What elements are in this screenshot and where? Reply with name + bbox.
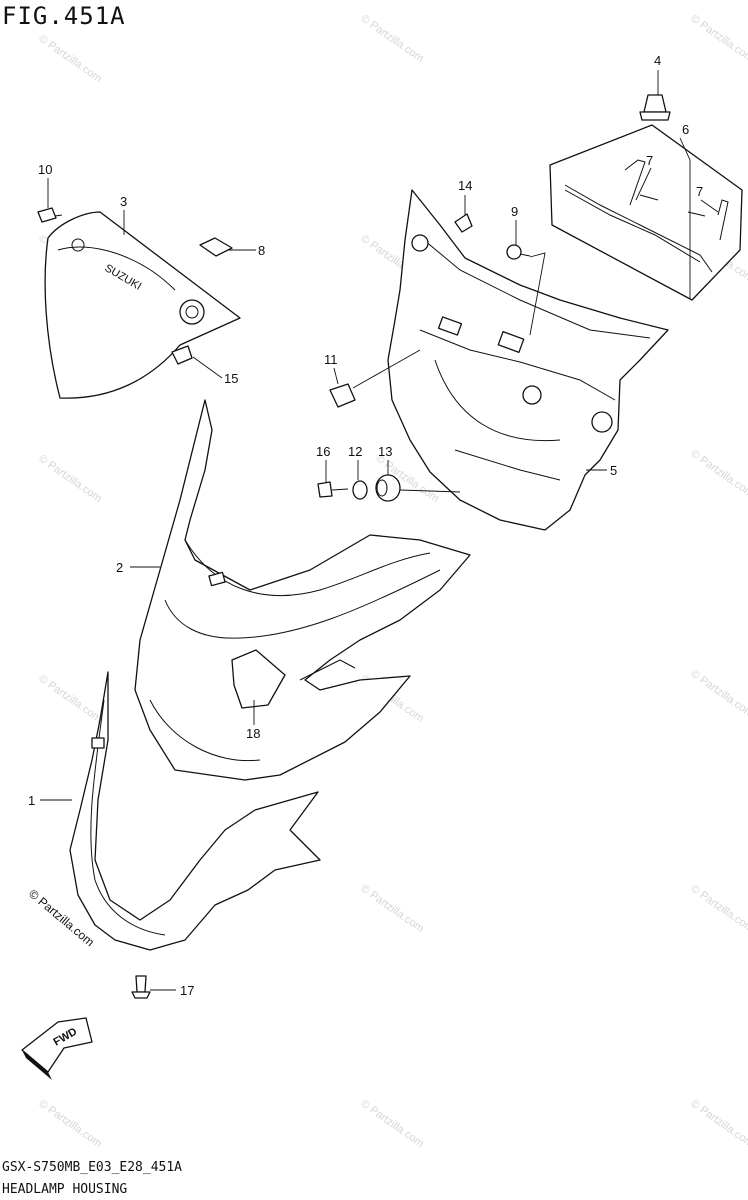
callout-5: 5 <box>610 463 617 478</box>
watermark: © Partzilla.com <box>688 668 748 720</box>
part-2-upper-cowl <box>134 399 471 781</box>
callout-12: 12 <box>348 444 362 459</box>
part-16-bolt <box>317 481 349 498</box>
leader-lines <box>40 70 719 991</box>
part-10-screw <box>37 207 63 223</box>
part-14-clip <box>454 213 473 233</box>
callout-11: 11 <box>324 352 338 367</box>
part-15-clip <box>171 345 193 365</box>
section-name: HEADLAMP HOUSING <box>2 1182 128 1197</box>
watermark: © Partzilla.com <box>688 1098 748 1150</box>
callout-6: 6 <box>682 122 689 137</box>
part-12-washer <box>352 480 368 500</box>
watermark: © Partzilla.com <box>358 1098 426 1150</box>
callout-4: 4 <box>654 53 661 68</box>
part-5-bracket <box>387 189 669 531</box>
watermark: © Partzilla.com <box>688 883 748 935</box>
watermark: © Partzilla.com <box>36 453 104 505</box>
callout-2: 2 <box>116 560 123 575</box>
watermark: © Partzilla.com <box>688 13 748 65</box>
watermark: © Partzilla.com <box>36 1098 104 1150</box>
model-code: GSX-S750MB_E03_E28_451A <box>2 1160 183 1175</box>
callout-16: 16 <box>316 444 330 459</box>
part-9-bolt <box>506 244 531 260</box>
part-callouts: 10 3 8 15 4 6 7 7 14 9 11 16 12 13 5 2 1… <box>28 53 703 998</box>
callout-3: 3 <box>120 194 127 209</box>
part-8-pad <box>199 237 233 257</box>
callout-7a: 7 <box>646 153 653 168</box>
callout-7b: 7 <box>696 184 703 199</box>
callout-9: 9 <box>511 204 518 219</box>
fwd-arrow-icon: FWD <box>21 1017 93 1080</box>
part-3-visor: SUZUKI <box>44 211 241 399</box>
watermark: © Partzilla.com <box>36 33 104 85</box>
figure-title: FIG.451A <box>2 2 126 30</box>
part-17-screw <box>131 975 151 999</box>
part-4-grommet <box>639 94 671 121</box>
callout-1: 1 <box>28 793 35 808</box>
part-11-nut <box>329 383 356 408</box>
part-13-cushion <box>375 474 401 502</box>
part-6-stay-assembly <box>549 124 743 301</box>
callout-13: 13 <box>378 444 392 459</box>
watermark: © Partzilla.com <box>36 673 104 725</box>
callout-17: 17 <box>180 983 194 998</box>
callout-8: 8 <box>258 243 265 258</box>
callout-18: 18 <box>246 726 260 741</box>
callout-15: 15 <box>224 371 238 386</box>
watermark: © Partzilla.com <box>358 13 426 65</box>
watermark: © Partzilla.com <box>688 448 748 500</box>
callout-14: 14 <box>458 178 472 193</box>
watermark: © Partzilla.com <box>358 883 426 935</box>
part-1-lower-cowl <box>69 671 321 951</box>
callout-10: 10 <box>38 162 52 177</box>
